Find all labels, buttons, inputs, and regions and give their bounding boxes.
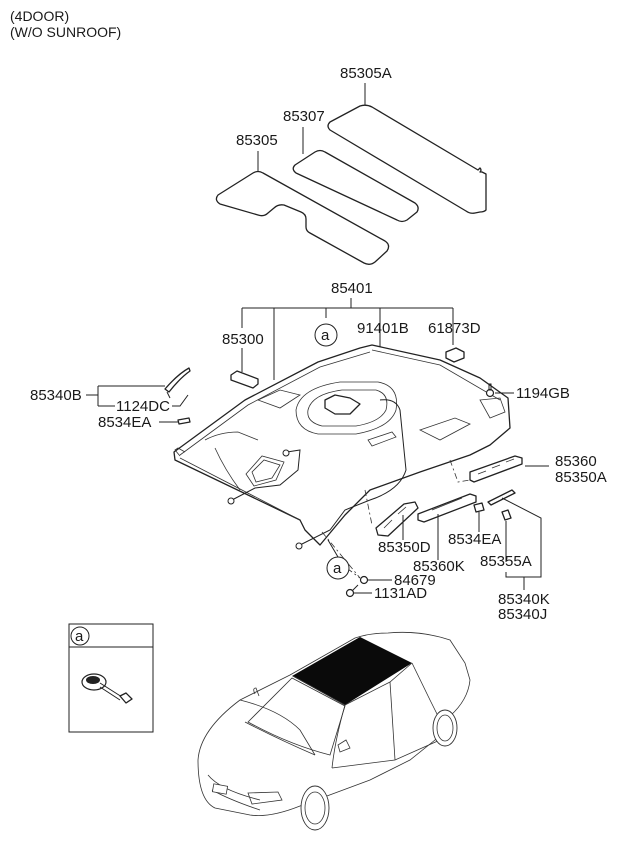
vehicle-illustration <box>197 631 471 831</box>
callout-a: a <box>314 323 338 347</box>
roof-pad-85307[interactable] <box>292 149 419 223</box>
bracket-85350D[interactable] <box>375 501 419 537</box>
label-84679: 84679 <box>394 572 436 589</box>
map-lamp-part[interactable] <box>81 673 133 704</box>
label-85360K: 85360K <box>413 558 465 575</box>
label-1124DC: 1124DC <box>116 398 170 415</box>
roof-pad-85305A[interactable] <box>327 104 487 214</box>
label-85350A: 85350A <box>555 469 607 486</box>
label-85300: 85300 <box>222 331 264 348</box>
label-85307: 85307 <box>283 108 325 125</box>
bracket-85360[interactable] <box>469 455 523 483</box>
svg-text:a: a <box>321 327 330 344</box>
roof-pad-85305[interactable] <box>215 170 390 265</box>
label-85401: 85401 <box>331 280 373 297</box>
label-1194GB: 1194GB <box>516 385 570 402</box>
roof-variant-label: (W/O SUNROOF) <box>10 24 122 40</box>
label-85340J: 85340J <box>498 606 547 623</box>
roof-highlight <box>292 637 412 705</box>
label-85360: 85360 <box>555 453 597 470</box>
label-85340K: 85340K <box>498 591 550 608</box>
screw-1131AD[interactable] <box>345 584 359 598</box>
label-8534EA-right: 8534EA <box>448 531 501 548</box>
label-85340B: 85340B <box>30 387 82 404</box>
label-61873D: 61873D <box>428 320 481 337</box>
headliner-85401[interactable] <box>173 344 511 550</box>
screw-1194GB[interactable] <box>485 383 495 398</box>
label-91401B: 91401B <box>357 320 409 337</box>
inset-detail-a: a <box>68 623 154 733</box>
clip-61873D[interactable] <box>445 347 465 363</box>
clip-8534EA-right[interactable] <box>473 502 485 513</box>
cap-85355A[interactable] <box>501 509 512 521</box>
nut-84679[interactable] <box>359 575 369 585</box>
pad-85300[interactable] <box>230 370 259 389</box>
inset-callout-label: a <box>75 628 84 645</box>
model-variant-label: (4DOOR) <box>10 8 70 24</box>
label-85305: 85305 <box>236 132 278 149</box>
label-8534EA-left: 8534EA <box>98 414 151 431</box>
rod-85340K[interactable] <box>487 489 516 506</box>
svg-text:a: a <box>333 560 342 577</box>
clip-8534EA-left[interactable] <box>177 417 191 425</box>
label-85305A: 85305A <box>340 65 392 82</box>
label-85355A: 85355A <box>480 553 532 570</box>
label-1131AD: 1131AD <box>374 585 427 602</box>
callout-a-lower: a <box>326 556 350 580</box>
rail-85360K[interactable] <box>417 493 477 523</box>
label-85350D: 85350D <box>378 539 431 556</box>
grab-strap-85340B[interactable] <box>164 367 191 399</box>
